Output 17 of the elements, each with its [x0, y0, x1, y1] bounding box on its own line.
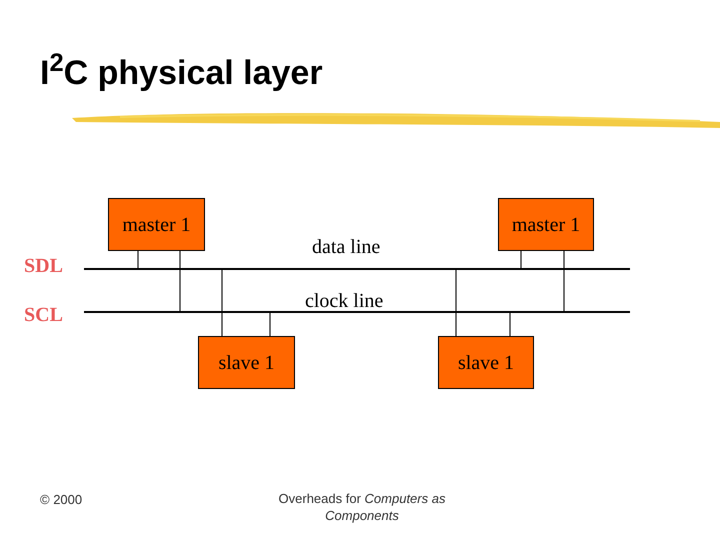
device-box: [438, 336, 534, 389]
wire: [520, 250, 522, 268]
device-box: [108, 198, 205, 251]
signal-name: SCL: [24, 303, 63, 328]
line-label: data line: [312, 235, 380, 260]
device-label: slave 1: [218, 350, 275, 376]
device-label: master 1: [512, 212, 580, 238]
bus-line: [84, 268, 630, 270]
device-box: [198, 336, 295, 389]
footer-note: Overheads for Computers as Components: [278, 490, 446, 524]
signal-name: SDL: [24, 254, 63, 279]
device-label: master 1: [122, 212, 191, 238]
device-box: [498, 198, 594, 251]
bus-line: [84, 311, 630, 313]
device-label: slave 1: [458, 350, 514, 376]
copyright-note: © 2000: [40, 491, 82, 509]
line-label: clock line: [305, 289, 384, 314]
